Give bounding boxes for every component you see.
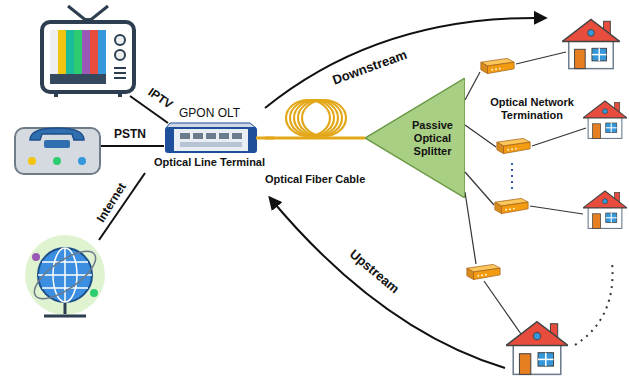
phone-device-icon: [44, 140, 70, 148]
phone-device-icon: [53, 157, 61, 165]
drop-line: [465, 125, 496, 147]
service-label: PSTN: [114, 128, 146, 142]
internet-globe-icon: [90, 289, 98, 297]
internet-globe-icon: [27, 243, 102, 307]
tv-icon: [42, 22, 134, 92]
flow-arrow: [270, 198, 505, 368]
fiber-cable: [265, 137, 365, 140]
internet-globe-icon: [25, 235, 105, 315]
phone-device-icon: [15, 128, 100, 174]
drop-line: [465, 172, 494, 205]
olt-device: [206, 133, 216, 139]
house-icon: [506, 322, 568, 375]
ont-device: [497, 138, 530, 153]
drop-line: [530, 206, 583, 214]
internet-globe-icon: [25, 235, 105, 316]
node-label: Passive Optical Splitter: [403, 119, 462, 158]
olt-device: [166, 123, 274, 152]
drop-line: [511, 163, 513, 191]
internet-globe-icon: [32, 253, 40, 261]
ont-device: [495, 198, 528, 213]
drop-line: [465, 72, 480, 100]
tv-icon: [115, 35, 125, 45]
fiber-coil: [290, 100, 334, 136]
node-heading: GPON OLT: [179, 106, 240, 121]
fiber-coil: [294, 100, 338, 136]
internet-globe-icon: [64, 302, 67, 314]
house-icon: [506, 19, 627, 374]
tv-icon: [114, 77, 126, 79]
drop-line: [575, 262, 613, 345]
internet-globe-icon: [38, 274, 92, 276]
phone-device-icon: [30, 128, 84, 140]
tv-icon: [114, 67, 126, 69]
olt-device: [219, 133, 229, 139]
phone-device-icon: [78, 157, 86, 165]
internet-globe-icon: [42, 287, 88, 289]
drop-line: [465, 52, 613, 345]
phone-device-icon: [15, 128, 100, 174]
service-label: IPTV: [145, 86, 175, 113]
fiber-coil: [302, 100, 346, 136]
olt-device: [166, 128, 256, 152]
ont-label: Optical Network Termination: [486, 96, 578, 121]
phone-device-icon: [28, 157, 36, 165]
direction-label: Downstream: [331, 48, 409, 89]
tv-icon: [42, 6, 134, 97]
edge-label: Optical Fiber Cable: [263, 173, 367, 186]
olt-device: [180, 133, 190, 139]
flow-arrow: [265, 18, 545, 368]
ont-device: [481, 58, 514, 73]
tv-icon: [50, 30, 106, 84]
drop-line: [516, 52, 566, 64]
drop-line: [484, 281, 521, 334]
splitter-triangle: [365, 78, 465, 198]
house-icon: [583, 191, 627, 228]
ont-device: [467, 58, 530, 279]
splitter-node: Passive Optical Splitter: [365, 78, 465, 198]
olt-device: [180, 142, 242, 147]
house-icon: [583, 101, 627, 138]
internet-globe-icon: [44, 315, 86, 318]
node-text-box: Passive Optical Splitter: [403, 119, 462, 158]
tv-icon: [50, 74, 106, 84]
internet-globe-icon: [42, 261, 88, 263]
direction-label: Upstream: [346, 247, 402, 297]
internet-globe-icon: [38, 248, 92, 302]
fiber-coil: [286, 100, 346, 136]
service-line: [101, 145, 164, 147]
olt-device: [232, 133, 242, 139]
drop-line: [532, 128, 586, 146]
service-label: Internet: [94, 181, 129, 226]
olt-device: [166, 128, 174, 152]
olt-device: [193, 133, 203, 139]
olt-device: [248, 128, 256, 152]
tv-icon: [115, 50, 125, 60]
house-icon: [562, 19, 620, 68]
node-label: Optical Line Terminal: [154, 155, 265, 170]
drop-line: [465, 192, 476, 264]
olt-node: GPON OLT Optical Line Terminal: [154, 106, 265, 170]
fiber-coil: [298, 100, 342, 136]
ont-device: [467, 264, 500, 279]
flow-arrow: [265, 18, 545, 108]
tv-icon: [114, 72, 126, 74]
